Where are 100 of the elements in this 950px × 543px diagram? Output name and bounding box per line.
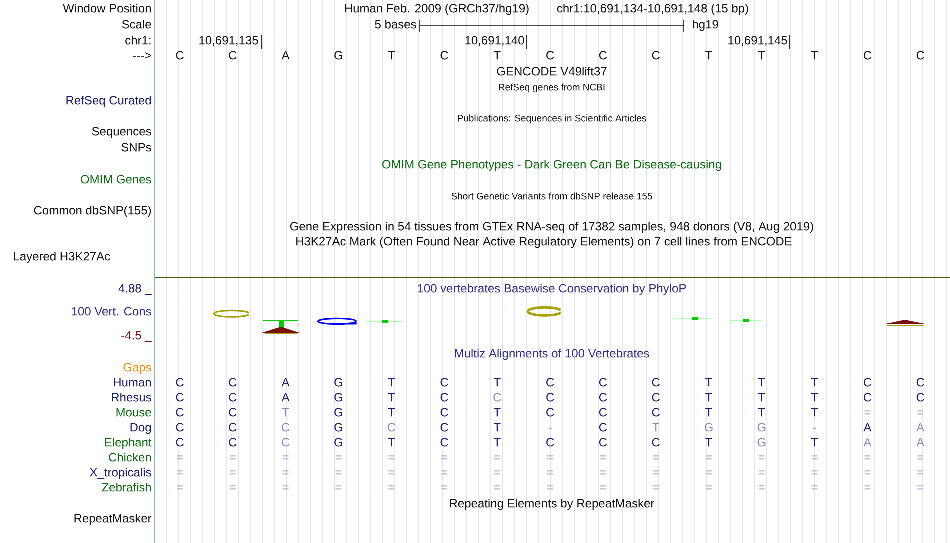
assembly-label: hg19 [693,20,718,32]
base-letter: C [546,408,554,417]
coordinate-label: 10,691,145 [728,36,788,46]
base-letter: T [811,393,818,402]
base-letter: C [599,423,608,432]
track-title: 100 vertebrates Basewise Conservation by PhyloP [418,284,686,296]
position-label: chr1:10,691,134-10,691,148 (15 bp) [557,4,748,16]
base-letter: T [388,51,395,60]
base-letter: = [230,470,236,475]
row-label: ---> [133,52,152,59]
base-letter: C [176,423,184,432]
base-letter: T [706,51,712,60]
base-letter: A [282,378,290,387]
base-letter: C [229,408,237,417]
base-letter: T [758,408,766,417]
base-letter: = [336,486,342,490]
base-letter: = [442,456,448,460]
base-letter: = [758,456,765,460]
track-label: RepeatMasker [74,514,152,526]
species-label: Mouse [116,408,152,417]
base-letter: C [599,438,608,447]
base-letter: C [652,51,660,60]
track-title: Multiz Alignments of 100 Vertebrates [455,348,650,360]
base-letter: T [494,438,501,447]
base-letter: = [706,456,712,460]
base-letter: = [494,470,500,475]
track-title: H3K27Ac Mark (Often Found Near Active Regulatory Elements) on 7 cell lines from ENCODE [296,236,792,248]
track-title: Short Genetic Variants from dbSNP release 155 [452,192,652,200]
base-letter: - [813,428,816,429]
base-letter: T [811,408,818,417]
row-label: Window Position [63,4,151,13]
base-letter: G [334,438,342,447]
base-letter: = [864,486,871,490]
assembly-label: Human Feb. 2009 (GRCh37/hg19) [345,4,529,16]
base-letter: = [547,486,554,490]
row-label: chr1: [126,36,151,45]
track-label: Common dbSNP(155) [34,206,152,218]
base-letter: = [600,456,606,460]
base-letter: = [282,486,289,490]
base-letter: A [864,423,872,432]
species-label: Zebrafish [102,482,152,492]
base-letter: C [176,393,184,402]
base-letter: = [706,486,712,490]
species-label: Chicken [109,452,152,462]
base-letter: = [918,410,924,415]
base-letter: = [177,470,183,475]
base-letter: C [229,378,237,387]
base-letter: T [388,438,395,447]
species-label: Rhesus [112,392,152,402]
track-title: Repeating Elements by RepeatMasker [450,498,654,510]
base-letter: C [864,51,872,60]
coordinate-label: 10,691,135 [200,36,258,46]
base-letter: G [758,438,766,447]
base-letter: C [229,438,237,447]
base-letter: C [440,393,448,402]
base-letter: C [599,408,608,417]
track-title: RefSeq genes from NCBI [499,84,605,93]
base-letter: = [547,470,554,475]
base-letter: C [229,51,237,60]
base-letter: G [758,423,766,432]
base-letter: T [494,408,501,417]
base-letter: = [864,470,871,475]
base-letter: = [230,486,236,490]
base-letter: = [653,486,660,490]
base-letter: = [918,456,924,460]
base-letter: = [706,470,712,475]
base-letter: T [758,51,766,60]
base-letter: = [388,486,395,490]
species-label: Dog [130,423,152,434]
base-letter: = [600,486,606,490]
base-letter: = [494,456,500,460]
base-letter: = [653,456,660,460]
base-letter: T [758,393,766,402]
axis-value: 4.88 _ [118,284,152,296]
base-letter: A [916,438,925,447]
base-letter: = [600,470,606,475]
base-letter: T [706,378,712,387]
base-letter: T [388,408,395,417]
base-letter: T [652,423,660,432]
base-letter: A [282,393,290,402]
base-letter: A [282,51,290,60]
base-letter: C [864,393,872,402]
species-label: X_tropicalis [90,468,152,480]
base-letter: T [706,393,712,402]
coordinate-label: 10,691,140 [466,36,524,46]
base-letter: C [599,51,608,60]
base-letter: = [918,470,924,475]
base-letter: C [546,438,554,447]
base-letter: = [918,486,924,490]
track-label: OMIM Genes [81,175,152,184]
base-letter: C [599,393,608,402]
track-title: GENCODE V49lift37 [497,66,607,76]
base-letter: = [812,486,818,490]
base-letter: = [388,470,395,475]
axis-value: -4.5 _ [122,331,152,342]
base-letter: = [282,456,289,460]
base-letter: C [440,423,448,432]
base-letter: T [811,438,818,447]
base-letter: G [334,423,342,432]
base-letter: T [494,51,501,60]
